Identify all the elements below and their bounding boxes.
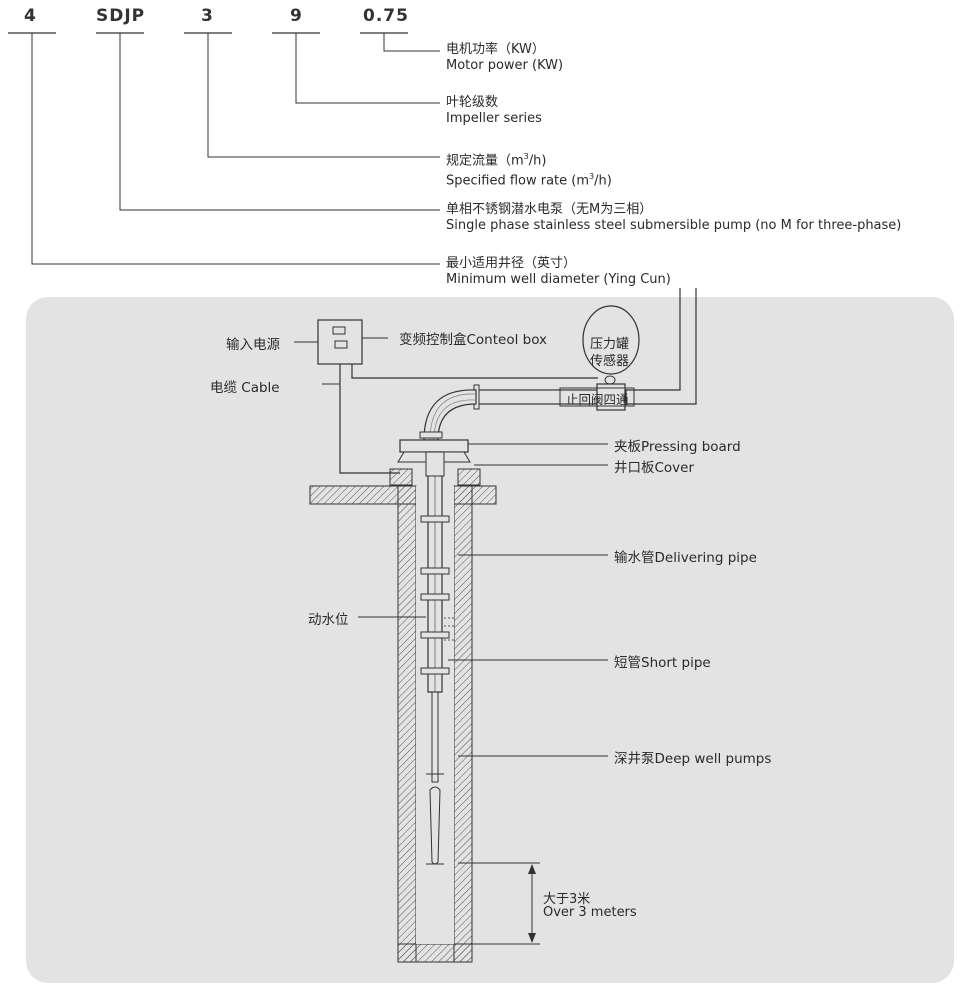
label-water-level: 动水位 xyxy=(308,612,349,628)
legend-impeller-en: Impeller series xyxy=(446,111,542,126)
label-over-en: Over 3 meters xyxy=(543,905,637,920)
label-deep-well-pump: 深井泵Deep well pumps xyxy=(614,751,772,767)
legend-pump-type-cn: 单相不锈钢潜水电泵（无M为三相） xyxy=(446,202,653,217)
legend-motor-power-en: Motor power (KW) xyxy=(446,58,564,73)
well-cover-right xyxy=(457,468,481,486)
legend-well-diameter-cn: 最小适用井径（英寸） xyxy=(446,256,577,271)
leader-lines xyxy=(31,33,440,265)
legend-impeller-cn: 叶轮级数 xyxy=(446,95,499,110)
label-pressure-tank-2: 传感器 xyxy=(590,354,630,369)
legend-flow-cn: 规定流量（m3/h) xyxy=(446,152,547,169)
pipe-clamps xyxy=(420,515,450,675)
pressing-board xyxy=(399,439,469,453)
label-delivering-pipe: 输水管Delivering pipe xyxy=(614,550,757,566)
label-power-input: 输入电源 xyxy=(226,337,280,353)
code-motor-power: 0.75 xyxy=(363,6,409,26)
label-pressure-tank-1: 压力罐 xyxy=(590,337,630,352)
label-cable: 电缆 Cable xyxy=(210,380,280,396)
legend-well-diameter: 最小适用井径（英寸） Minimum well diameter (Ying C… xyxy=(446,256,671,288)
diagram-panel xyxy=(26,297,954,983)
code-impeller: 9 xyxy=(290,6,303,26)
pressure-tank xyxy=(582,305,640,375)
code-well-diameter: 4 xyxy=(24,6,37,26)
pump-body xyxy=(431,691,439,783)
label-over-cn: 大于3米 xyxy=(543,892,591,907)
label-short-pipe: 短管Short pipe xyxy=(614,655,711,671)
label-pressing-board: 夹板Pressing board xyxy=(614,439,741,455)
legend-motor-power-cn: 电机功率（KW） xyxy=(446,42,545,57)
label-cover: 井口板Cover xyxy=(614,460,695,476)
code-flow: 3 xyxy=(201,6,214,26)
legend-impeller: 叶轮级数 Impeller series xyxy=(446,95,542,127)
label-check-valve: 止回阀四通 xyxy=(566,392,629,407)
well-wall-left xyxy=(397,485,417,963)
legend-flow: 规定流量（m3/h) Specified flow rate (m3/h) xyxy=(446,149,612,190)
well-cover-left xyxy=(389,468,413,486)
legend-pump-type-en: Single phase stainless steel submersible… xyxy=(446,218,902,233)
code-pump-type: SDJP xyxy=(96,6,146,26)
legend-well-diameter-en: Minimum well diameter (Ying Cun) xyxy=(446,272,671,287)
legend-flow-en: Specified flow rate (m3/h) xyxy=(446,172,612,189)
legend-pump-type: 单相不锈钢潜水电泵（无M为三相） Single phase stainless … xyxy=(446,202,901,234)
well-floor xyxy=(397,943,473,963)
label-control-box: 变频控制盒Conteol box xyxy=(399,332,548,348)
well-wall-right xyxy=(453,485,473,963)
legend-motor-power: 电机功率（KW） Motor power (KW) xyxy=(446,42,563,74)
